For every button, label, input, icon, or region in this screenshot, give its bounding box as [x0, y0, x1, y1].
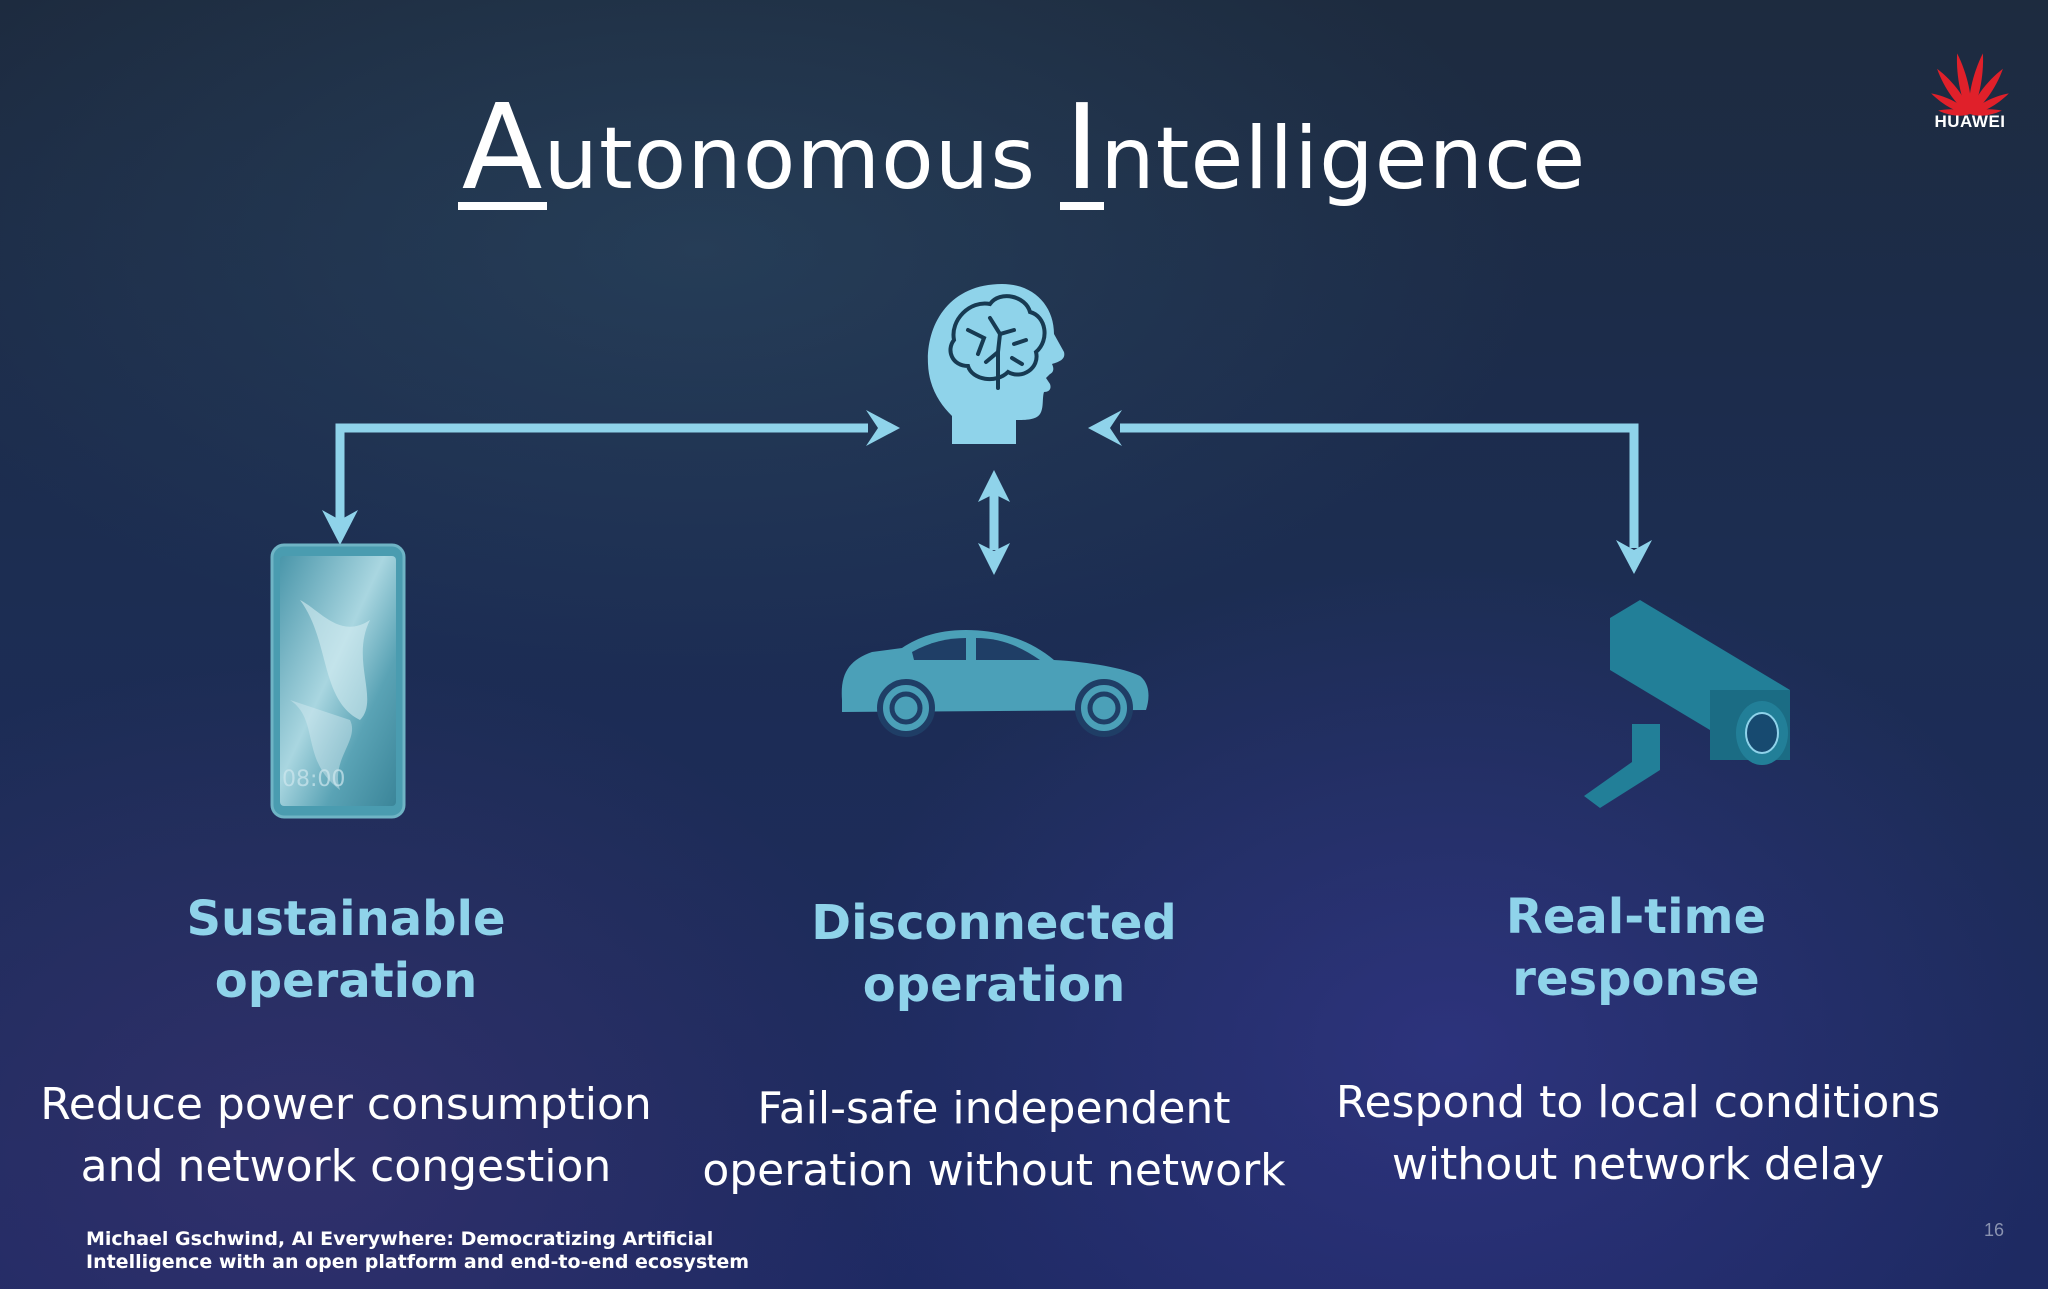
arrowhead-left-to-head: [1088, 410, 1122, 446]
heading-line: Sustainable: [186, 891, 506, 947]
car-icon: [841, 630, 1149, 737]
huawei-logo-icon: [1931, 53, 2009, 116]
citation: Michael Gschwind, AI Everywhere: Democra…: [86, 1228, 786, 1274]
title-word-autonomous: utonomous: [543, 109, 1065, 209]
heading-line: operation: [214, 953, 478, 1009]
arrowhead-up-to-head: [978, 470, 1010, 502]
title-initial-i: I: [1060, 78, 1105, 216]
heading-line: Disconnected: [811, 895, 1177, 951]
arrow-head-to-phone: [335, 423, 868, 520]
desc-line: Reduce power consumption: [40, 1079, 652, 1130]
smartphone-icon: [270, 543, 406, 819]
heading-real-time-response: Real-time response: [1356, 886, 1916, 1010]
phone-clock-text: 08:00: [282, 767, 345, 792]
title-word-intelligence: ntelligence: [1100, 109, 1587, 209]
desc-disconnected-operation: Fail-safe independent operation without …: [654, 1078, 1334, 1202]
page-number: 16: [1984, 1220, 2005, 1240]
title-initial-a: A: [457, 78, 548, 216]
desc-line: without network delay: [1391, 1139, 1885, 1190]
arrowhead-down-to-car: [978, 543, 1010, 575]
heading-sustainable-operation: Sustainable operation: [66, 888, 626, 1012]
heading-line: operation: [862, 957, 1126, 1013]
arrowhead-down-to-phone: [322, 510, 358, 545]
brain-head-icon: [927, 284, 1065, 444]
citation-line: Michael Gschwind, AI Everywhere: Democra…: [86, 1228, 714, 1250]
desc-line: operation without network: [702, 1145, 1286, 1196]
huawei-logo-text: HUAWEI: [1934, 112, 2006, 131]
desc-line: and network congestion: [80, 1141, 612, 1192]
heading-disconnected-operation: Disconnected operation: [714, 892, 1274, 1016]
heading-line: Real-time: [1505, 889, 1767, 945]
heading-line: response: [1512, 951, 1760, 1007]
arrowhead-down-to-camera: [1616, 540, 1652, 574]
desc-line: Fail-safe independent: [757, 1083, 1231, 1134]
desc-real-time-response: Respond to local conditions without netw…: [1298, 1072, 1978, 1196]
arrowhead-right-to-head: [866, 410, 900, 446]
citation-line: Intelligence with an open platform and e…: [86, 1251, 750, 1273]
security-camera-icon: [1584, 600, 1790, 808]
desc-line: Respond to local conditions: [1335, 1077, 1941, 1128]
slide-title: Autonomous Intelligence: [0, 78, 2048, 216]
arrow-head-to-camera: [1120, 423, 1639, 548]
desc-sustainable-operation: Reduce power consumption and network con…: [0, 1074, 692, 1198]
